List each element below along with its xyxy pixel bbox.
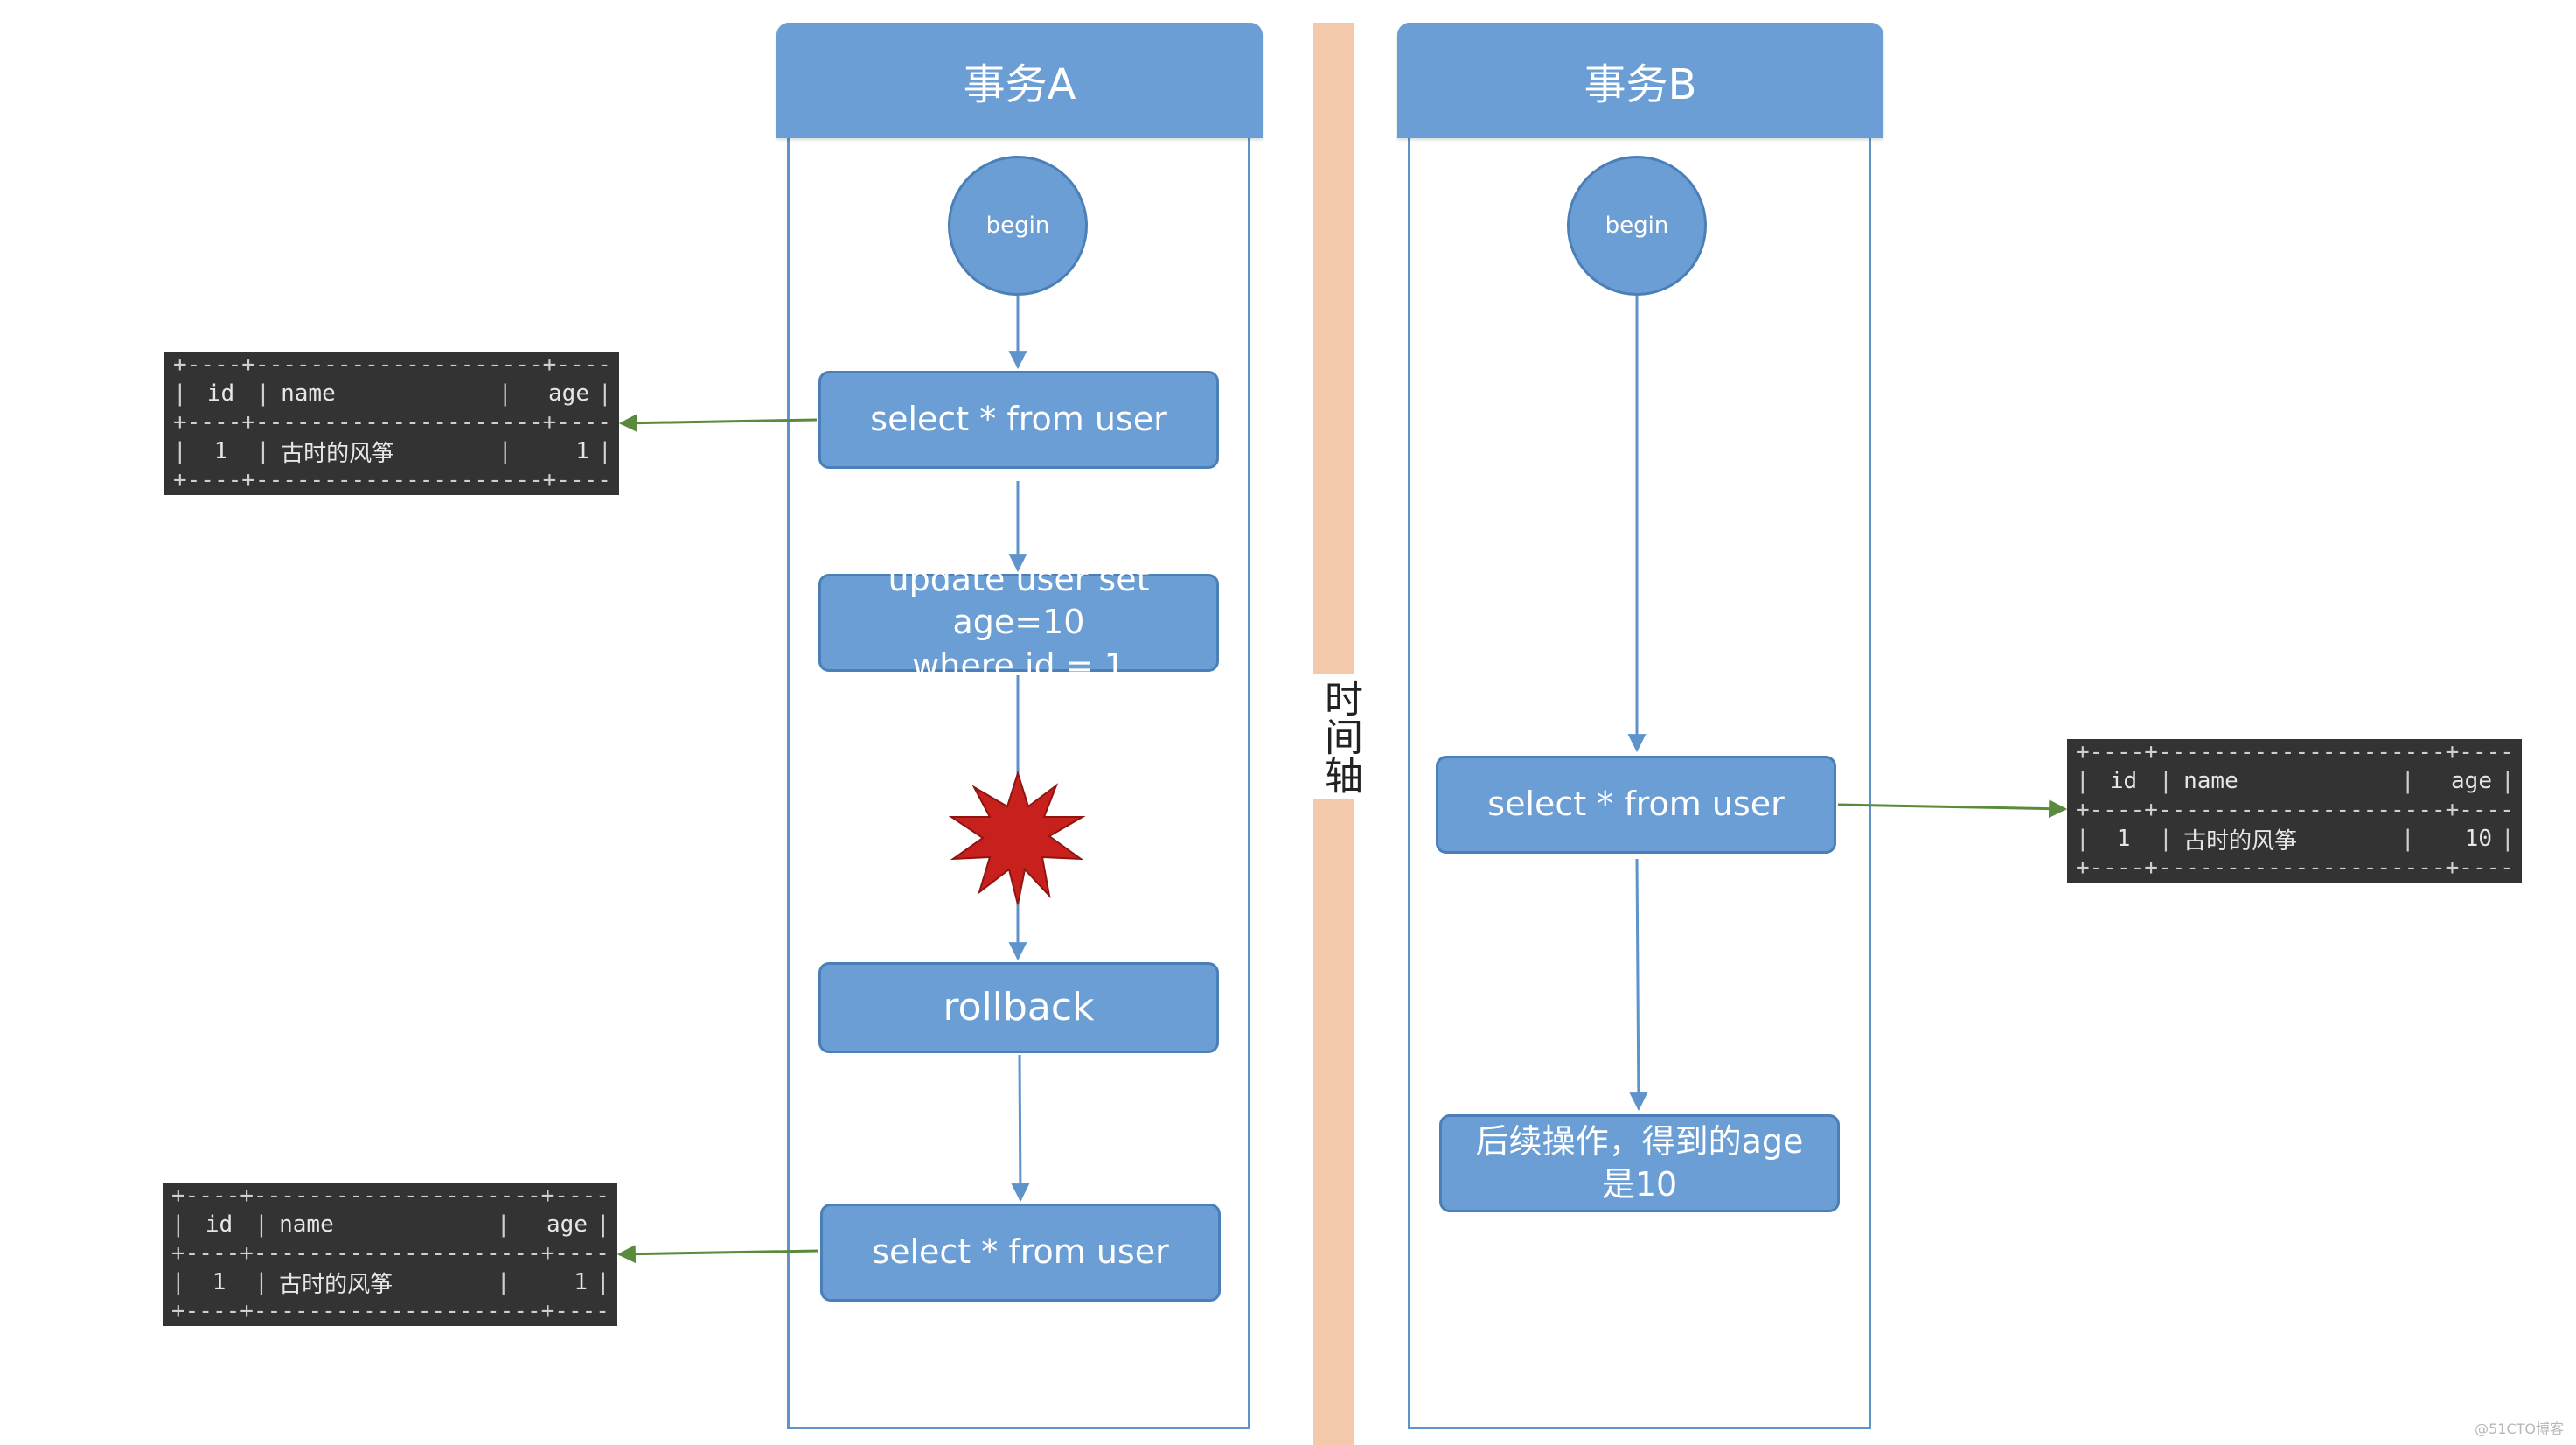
table-border: +----+---------------------+------+ [173,471,610,490]
lane-b-select-step: select * from user [1436,756,1836,854]
lane-b-after-step: 后续操作，得到的age 是10 [1439,1114,1840,1212]
lane-a-select-step-2: select * from user [820,1204,1221,1302]
cell-age: 1 [575,438,589,464]
cell-id: 1 [2116,826,2131,852]
table-border: +----+---------------------+------+ [2076,800,2513,820]
header-name: name [281,380,336,407]
table-border: +----+---------------------+------+ [173,355,610,374]
lane-a-title: 事务A [776,23,1263,138]
table-border: +----+---------------------+------+ [171,1244,609,1263]
result-table-a-second: +----+---------------------+------+ |id … [163,1183,617,1326]
cell-name: 古时的风筝 [281,440,395,467]
cell-age: 10 [2464,826,2492,852]
result-table-a-first: +----+---------------------+------+ |id … [164,352,619,495]
lane-a-update-step: update user set age=10 where id = 1 [818,560,1219,685]
table-header-row: |id |name |age| [173,380,612,407]
table-row: |1 |古时的风筝 |1| [171,1263,610,1302]
lane-transaction-b [1408,23,1871,1429]
lane-a-rollback-step: rollback [818,962,1219,1053]
cell-id: 1 [213,438,228,464]
table-border: +----+---------------------+------+ [173,413,610,432]
table-border: +----+---------------------+------+ [171,1302,609,1321]
header-age: age [2451,768,2492,794]
cell-name: 古时的风筝 [2183,827,2298,855]
table-border: +----+---------------------+------+ [171,1186,609,1205]
table-border: +----+---------------------+------+ [2076,743,2513,762]
table-row: |1 |古时的风筝 |1| [173,432,612,471]
header-id: id [206,380,235,407]
table-header-row: |id |name |age| [2076,768,2515,794]
header-id: id [205,1211,233,1238]
result-arrow-b [1837,799,2068,819]
timeline-label: 时间轴 [1303,674,1364,799]
header-name: name [2183,768,2238,794]
cell-id: 1 [212,1269,226,1295]
lane-a-begin-node: begin [948,156,1088,296]
header-age: age [548,380,589,407]
cell-name: 古时的风筝 [279,1271,393,1298]
lane-transaction-a [787,23,1250,1429]
table-border: +----+---------------------+------+ [2076,858,2513,877]
lane-a-select-step-1: select * from user [818,371,1219,469]
cell-age: 1 [574,1269,588,1295]
result-table-b: +----+---------------------+------+ |id … [2067,739,2522,883]
lane-b-begin-node: begin [1567,156,1707,296]
table-header-row: |id |name |age| [171,1211,610,1238]
watermark: @51CTO博客 [2475,1421,2564,1437]
table-row: |1 |古时的风筝 |10| [2076,820,2515,858]
header-name: name [279,1211,334,1238]
lane-b-title: 事务B [1397,23,1883,138]
header-id: id [2109,768,2138,794]
header-age: age [547,1211,588,1238]
